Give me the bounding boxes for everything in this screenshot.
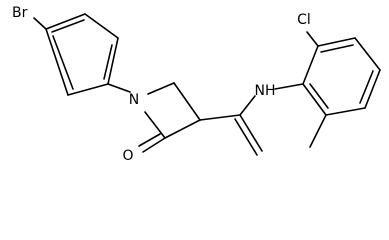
chloro-methylphenyl-ring (302, 37, 381, 116)
bond (239, 114, 263, 152)
bond (302, 83, 327, 116)
bromine-atom-label: Br (12, 5, 28, 21)
bond (274, 83, 304, 90)
bond (239, 95, 256, 116)
bond (302, 45, 319, 85)
bond (173, 82, 201, 121)
oxygen-atom-label: O (122, 148, 133, 164)
bond (144, 111, 166, 139)
molecule-structure: Br N O NH Cl (12, 5, 381, 164)
bond (309, 83, 329, 109)
pyrrolidinone-ring (144, 82, 201, 139)
bond (67, 83, 109, 96)
amide-nh-atom-label: NH (255, 83, 276, 99)
bond (320, 44, 354, 53)
bond (164, 119, 201, 139)
bromophenyl-ring (33, 13, 119, 96)
bond (107, 37, 119, 85)
bond (45, 28, 69, 96)
bond (364, 69, 381, 109)
bond (33, 17, 47, 30)
bond (142, 137, 166, 153)
bond (309, 114, 327, 148)
nitrogen-ring-atom-label: N (129, 92, 139, 108)
bond (103, 44, 113, 80)
bond (45, 13, 86, 30)
bond (199, 114, 241, 121)
bond (325, 107, 366, 116)
bond (234, 118, 258, 156)
bond (306, 31, 319, 47)
bond (354, 37, 381, 71)
chlorine-atom-label: Cl (297, 12, 311, 28)
bond (52, 35, 74, 90)
bond (51, 19, 85, 33)
bond (359, 70, 374, 104)
bond (107, 83, 131, 93)
bond (317, 37, 356, 47)
bond (84, 13, 119, 39)
bond (147, 82, 175, 95)
bond (138, 133, 161, 147)
